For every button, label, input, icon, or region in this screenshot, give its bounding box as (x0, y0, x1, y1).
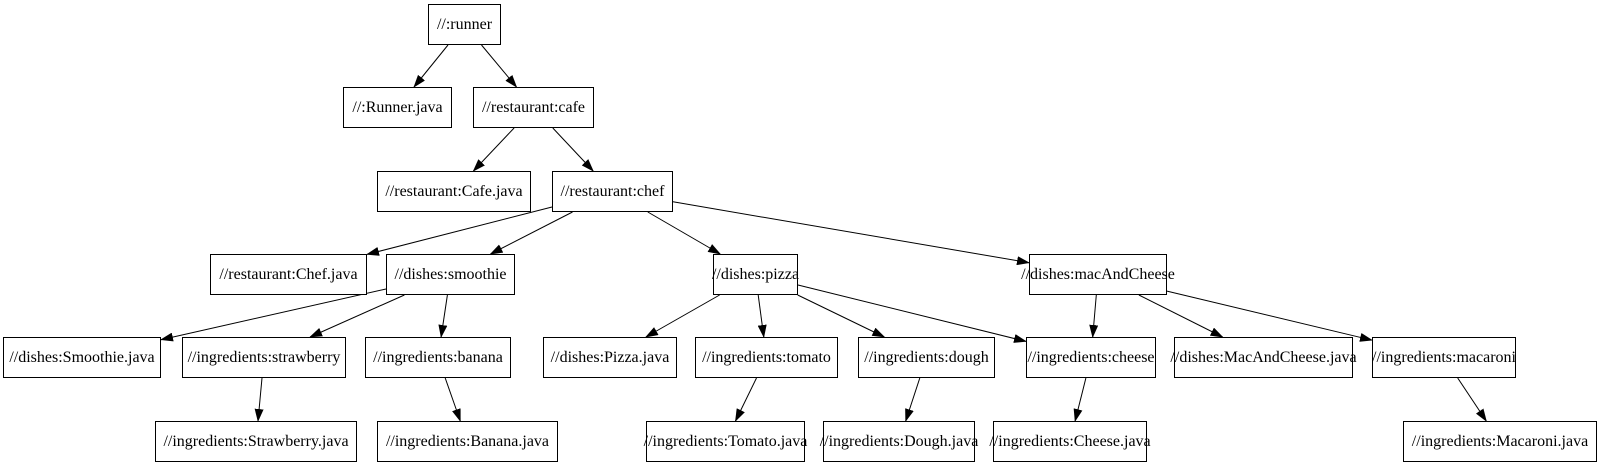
edge-banana-to-banana-java (444, 377, 461, 422)
graph-node-banana: //ingredients:banana (365, 337, 511, 378)
graph-node-macaroni: //ingredients:macaroni (1372, 337, 1516, 378)
edge-macandcheese-to-cheese (1089, 294, 1099, 338)
edge-chef-to-smoothie (489, 211, 573, 255)
edge-runner-to-runner-java (413, 44, 449, 88)
edge-chef-to-pizza (647, 211, 722, 255)
edge-dough-to-dough-java (905, 377, 921, 422)
graph-node-strawberry: //ingredients:strawberry (182, 337, 346, 378)
edge-macaroni-to-macaroni-java (1457, 377, 1487, 422)
edge-pizza-to-pizza-java (645, 294, 720, 338)
graph-node-macaroni-java: //ingredients:Macaroni.java (1403, 421, 1597, 462)
graph-node-runner-java: //:Runner.java (343, 87, 452, 128)
graph-node-dough-java: //ingredients:Dough.java (820, 421, 978, 462)
graph-node-pizza: //dishes:pizza (712, 254, 799, 295)
graph-node-cheese: //ingredients:cheese (1026, 337, 1156, 378)
edge-pizza-to-cheese (797, 284, 1027, 343)
graph-node-smoothie-java: //dishes:Smoothie.java (3, 337, 161, 378)
edge-pizza-to-dough (797, 294, 886, 338)
edge-macandcheese-to-macandcheese-java (1138, 294, 1224, 338)
graph-node-cheese-java: //ingredients:Cheese.java (989, 421, 1151, 462)
graph-node-dough: //ingredients:dough (858, 337, 995, 378)
edge-smoothie-to-smoothie-java (160, 288, 387, 342)
edge-smoothie-to-banana (438, 294, 448, 338)
graph-node-tomato: //ingredients:tomato (695, 337, 838, 378)
graph-node-macandcheese: //dishes:macAndCheese (1021, 254, 1175, 295)
graph-node-cafe: //restaurant:cafe (473, 87, 594, 128)
graph-node-chef: //restaurant:chef (552, 171, 673, 212)
edge-runner-to-cafe (481, 44, 518, 88)
graph-node-runner: //:runner (428, 4, 501, 45)
edge-pizza-to-tomato (757, 294, 767, 338)
edge-tomato-to-tomato-java (735, 377, 757, 422)
edge-chef-to-chef-java (366, 206, 553, 256)
edge-cafe-to-cafe-java (472, 127, 515, 172)
graph-node-banana-java: //ingredients:Banana.java (377, 421, 558, 462)
graph-node-pizza-java: //dishes:Pizza.java (543, 337, 677, 378)
graph-node-cafe-java: //restaurant:Cafe.java (377, 171, 531, 212)
edge-smoothie-to-strawberry (309, 294, 405, 338)
graph-node-tomato-java: //ingredients:Tomato.java (644, 421, 807, 462)
graph-node-chef-java: //restaurant:Chef.java (210, 254, 367, 295)
edges-group (160, 44, 1487, 422)
graph-node-smoothie: //dishes:smoothie (386, 254, 515, 295)
edge-cafe-to-chef (552, 127, 594, 172)
edge-chef-to-macandcheese (672, 201, 1030, 266)
edge-cheese-to-cheese-java (1073, 377, 1087, 422)
graph-node-macandcheese-java: //dishes:MacAndCheese.java (1170, 337, 1357, 378)
edge-strawberry-to-strawberry-java (254, 377, 264, 422)
graph-node-strawberry-java: //ingredients:Strawberry.java (155, 421, 357, 462)
edge-macandcheese-to-macaroni (1166, 290, 1373, 342)
